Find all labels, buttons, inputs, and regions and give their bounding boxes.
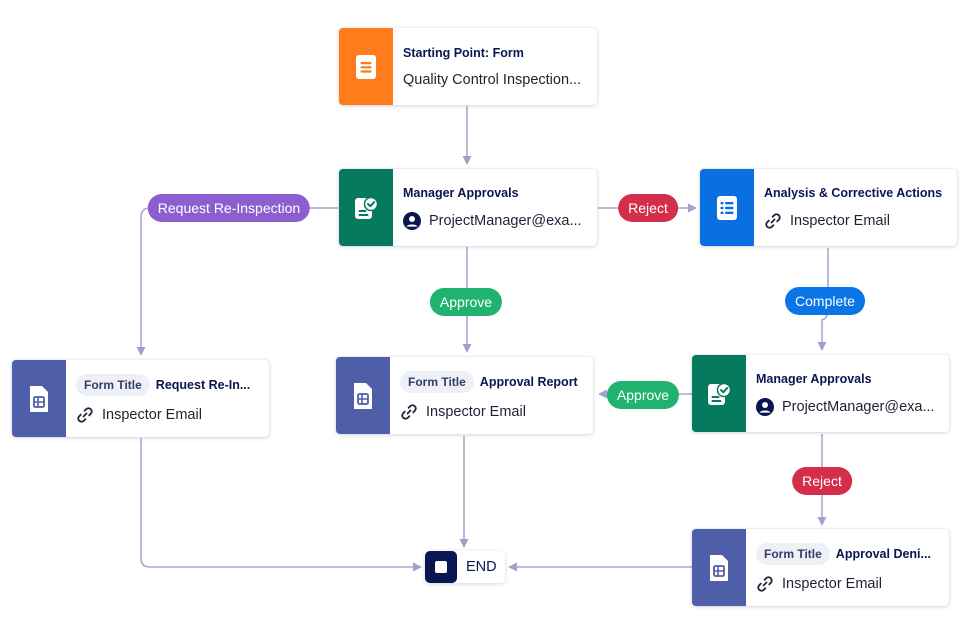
form-doc-icon bbox=[356, 54, 376, 79]
node-subtitle: Quality Control Inspection... bbox=[403, 71, 582, 88]
label-request-reinspection[interactable]: Request Re-Inspection bbox=[147, 194, 311, 222]
table-doc-icon bbox=[710, 554, 728, 581]
end-label: END bbox=[466, 559, 497, 575]
node-title: Form Title Approval Deni... bbox=[756, 542, 939, 565]
node-title: Starting Point: Form bbox=[403, 45, 524, 60]
label-reject-2[interactable]: Reject bbox=[792, 467, 852, 495]
table-doc-icon bbox=[30, 385, 48, 412]
node-request-reinspection[interactable]: Form Title Request Re-In... Inspector Em… bbox=[12, 360, 269, 437]
edge-manager1-to-reinspect bbox=[136, 207, 338, 356]
node-approval-report[interactable]: Form Title Approval Report Inspector Ema… bbox=[336, 357, 593, 434]
form-title-tag: Form Title bbox=[76, 373, 150, 396]
node-manager-approvals-2[interactable]: Manager Approvals ProjectManager@exa... bbox=[692, 355, 949, 432]
label-complete[interactable]: Complete bbox=[785, 287, 865, 315]
node-assignee: Inspector Email bbox=[756, 575, 939, 593]
node-assignee: Inspector Email bbox=[764, 212, 947, 230]
link-icon bbox=[757, 575, 773, 592]
link-icon bbox=[765, 212, 781, 229]
approval-check-icon bbox=[355, 196, 379, 219]
approval-check-icon bbox=[708, 382, 732, 405]
label-approve-2[interactable]: Approve bbox=[606, 381, 680, 409]
node-title: Manager Approvals bbox=[756, 371, 872, 386]
node-manager-approvals-1[interactable]: Manager Approvals ProjectManager@exa... bbox=[339, 169, 597, 246]
stop-icon bbox=[425, 551, 457, 583]
user-avatar-icon bbox=[403, 211, 421, 230]
table-doc-icon bbox=[354, 382, 372, 409]
label-reject-1[interactable]: Reject bbox=[618, 194, 678, 222]
label-approve-1[interactable]: Approve bbox=[429, 288, 503, 316]
node-assignee: ProjectManager@exa... bbox=[756, 397, 939, 416]
node-end[interactable]: END bbox=[425, 551, 505, 583]
edge-reinspect-to-end bbox=[140, 438, 422, 572]
node-start-icon-strip bbox=[339, 28, 393, 105]
form-title-tag: Form Title bbox=[756, 542, 830, 565]
node-assignee: ProjectManager@exa... bbox=[403, 211, 587, 230]
node-assignee: Inspector Email bbox=[400, 403, 583, 421]
node-title: Analysis & Corrective Actions bbox=[764, 185, 943, 200]
node-approval-denied[interactable]: Form Title Approval Deni... Inspector Em… bbox=[692, 529, 949, 606]
form-title-tag: Form Title bbox=[400, 370, 474, 393]
node-analysis-corrective-actions[interactable]: Analysis & Corrective Actions Inspector … bbox=[700, 169, 957, 246]
user-avatar-icon bbox=[756, 397, 774, 416]
node-title: Manager Approvals bbox=[403, 185, 519, 200]
node-start-form[interactable]: Starting Point: Form Quality Control Ins… bbox=[339, 28, 597, 105]
link-icon bbox=[77, 406, 93, 423]
node-assignee: Inspector Email bbox=[76, 406, 259, 424]
checklist-icon bbox=[717, 195, 737, 220]
link-icon bbox=[401, 403, 417, 420]
node-title: Form Title Approval Report bbox=[400, 370, 583, 393]
node-title: Form Title Request Re-In... bbox=[76, 373, 259, 396]
